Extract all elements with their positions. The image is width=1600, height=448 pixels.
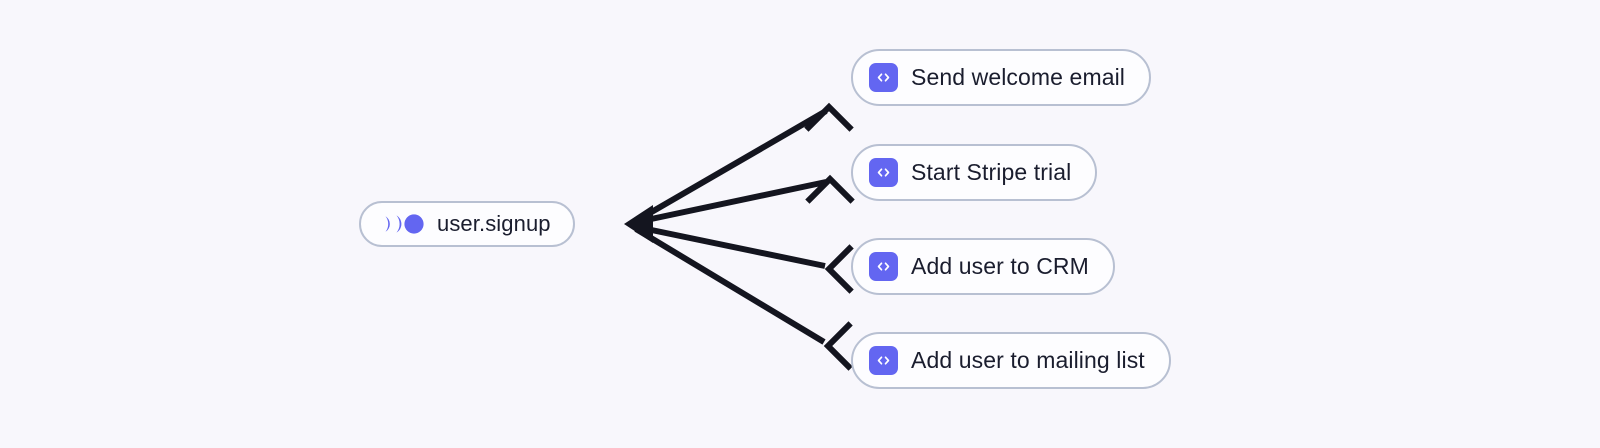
node-label: user.signup bbox=[437, 211, 551, 236]
node-user-signup[interactable]: user.signup bbox=[359, 201, 575, 247]
node-label: Add user to CRM bbox=[911, 253, 1089, 279]
edge-user-signup-to-add-user-to-crm bbox=[636, 224, 854, 294]
node-label: Start Stripe trial bbox=[911, 159, 1072, 185]
node-label: Add user to mailing list bbox=[911, 347, 1145, 373]
edge-user-signup-to-send-welcome-email bbox=[634, 102, 854, 224]
node-start-stripe-trial[interactable]: Start Stripe trial bbox=[851, 144, 1098, 201]
node-send-welcome-email[interactable]: Send welcome email bbox=[851, 49, 1152, 106]
code-icon bbox=[869, 346, 898, 375]
node-label: Send welcome email bbox=[911, 64, 1126, 90]
node-add-user-to-crm[interactable]: Add user to CRM bbox=[851, 238, 1115, 295]
edge-user-signup-to-start-stripe-trial bbox=[636, 174, 855, 225]
code-icon bbox=[869, 63, 898, 92]
code-icon bbox=[869, 252, 898, 281]
code-icon bbox=[869, 158, 898, 187]
node-add-user-to-mailing-list[interactable]: Add user to mailing list bbox=[851, 332, 1171, 389]
junction-arrowhead-icon bbox=[624, 205, 653, 243]
edge-user-signup-to-add-user-to-mailing-list bbox=[634, 226, 853, 371]
event-trigger-icon bbox=[385, 214, 424, 234]
